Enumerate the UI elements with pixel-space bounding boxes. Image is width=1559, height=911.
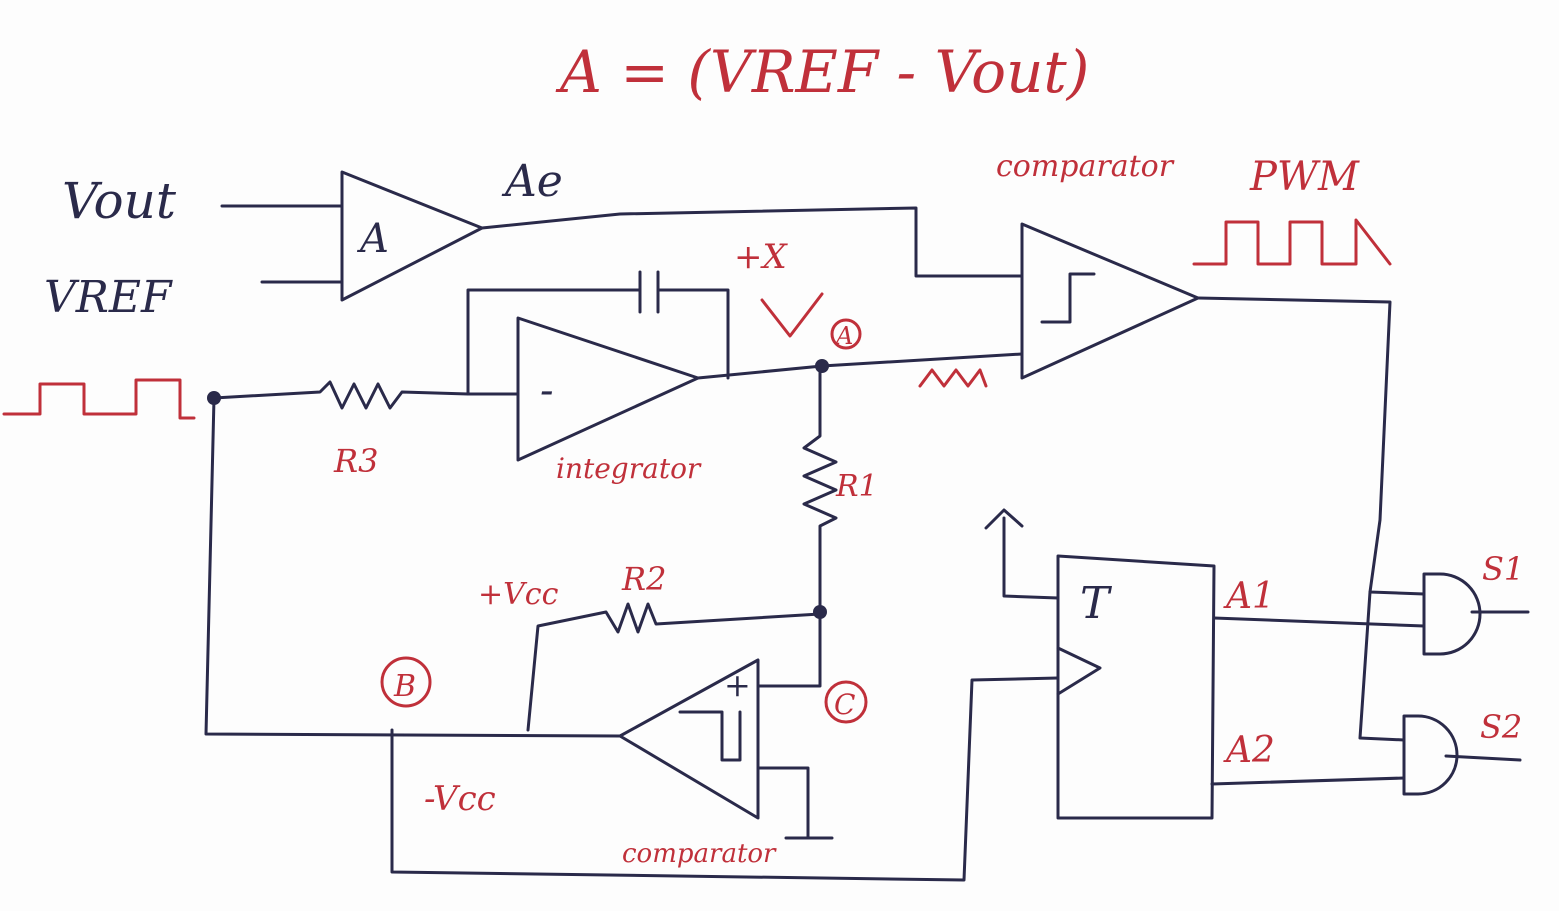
- r3-label: R3: [333, 442, 378, 480]
- bottom-comparator: + comparator: [618, 610, 834, 869]
- amp-label: A: [356, 216, 389, 262]
- a1-label: A1: [1223, 576, 1275, 617]
- comparator-bottom-label: comparator: [622, 839, 777, 869]
- ae-label: Ae: [501, 156, 563, 207]
- a2-label: A2: [1223, 730, 1275, 771]
- s2-label: S2: [1480, 708, 1522, 746]
- plus-x-label: +X: [734, 237, 788, 277]
- vref-label: VREF: [44, 272, 173, 323]
- top-comparator: comparator: [996, 149, 1200, 380]
- r2-label: R2: [621, 560, 666, 598]
- integrator-opamp: - integrator: [466, 270, 730, 485]
- ff-t-label: T: [1080, 578, 1113, 629]
- r1-label: R1: [835, 469, 878, 504]
- integrator-label: integrator: [556, 452, 702, 485]
- node-a-label: A: [834, 322, 853, 350]
- pwm-label: PWM: [1249, 154, 1360, 200]
- comparator-top-label: comparator: [996, 149, 1175, 184]
- and-gate-s2: S2: [1402, 708, 1522, 796]
- s1-label: S1: [1482, 550, 1524, 588]
- equation: A = (VREF - Vout): [555, 38, 1089, 106]
- minus-vcc-label: -Vcc: [424, 779, 496, 819]
- node-b-label: B: [393, 669, 416, 704]
- bottom-comparator-plus: +: [724, 666, 751, 704]
- node-c-label: C: [834, 688, 855, 721]
- square-wave-input: [2, 378, 196, 420]
- and-gate-s1: S1: [1422, 550, 1530, 656]
- vout-label: Vout: [62, 172, 177, 230]
- error-amplifier: A: [220, 170, 484, 302]
- integrator-minus: -: [540, 368, 554, 414]
- plus-vcc-label: +Vcc: [478, 577, 559, 612]
- pwm-wave: [1192, 218, 1392, 266]
- t-flip-flop: T: [984, 508, 1216, 820]
